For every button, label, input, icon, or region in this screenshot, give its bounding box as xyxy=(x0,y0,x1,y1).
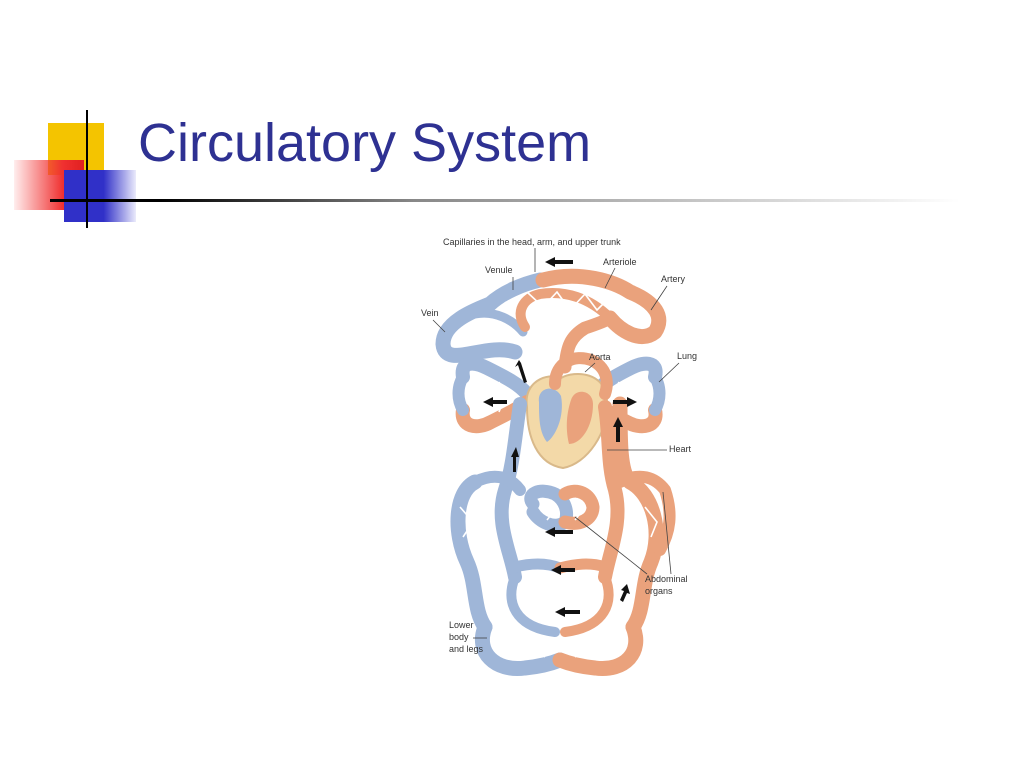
flow-arrows xyxy=(483,257,637,617)
title-underline xyxy=(50,199,960,202)
heart xyxy=(525,352,613,470)
decor-vertical-line xyxy=(86,110,88,228)
diagram-labels: Capillaries in the head, arm, and upper … xyxy=(421,237,697,654)
label-aorta: Aorta xyxy=(589,352,611,362)
label-lower: Lower xyxy=(449,620,474,630)
arrow-icon xyxy=(620,584,630,602)
label-artery: Artery xyxy=(661,274,686,284)
abdominal-organs xyxy=(524,484,600,532)
circulatory-diagram: Capillaries in the head, arm, and upper … xyxy=(421,237,697,676)
label-venule: Venule xyxy=(485,265,513,275)
arrow-icon xyxy=(483,397,507,407)
label-capillaries: Capillaries in the head, arm, and upper … xyxy=(443,237,621,247)
label-abdominal-2: organs xyxy=(645,586,673,596)
arrow-icon xyxy=(511,447,519,472)
label-vein: Vein xyxy=(421,308,439,318)
label-lower-3: and legs xyxy=(449,644,484,654)
arrow-icon xyxy=(613,417,623,442)
arrow-icon xyxy=(555,607,580,617)
arrow-icon xyxy=(515,360,527,383)
arrow-icon xyxy=(613,397,637,407)
slide-title: Circulatory System xyxy=(138,113,592,173)
arrow-icon xyxy=(551,565,575,575)
label-abdominal: Abdominal xyxy=(645,574,688,584)
label-lower-2: body xyxy=(449,632,469,642)
arrow-icon xyxy=(545,527,573,537)
trunk-vessels xyxy=(450,396,676,635)
label-arteriole: Arteriole xyxy=(603,257,637,267)
head-capillary-loop xyxy=(435,268,667,374)
label-heart: Heart xyxy=(669,444,692,454)
decor-square-blue xyxy=(64,170,136,222)
lower-body-loop xyxy=(474,572,644,676)
arrow-icon xyxy=(545,257,573,267)
label-lung: Lung xyxy=(677,351,697,361)
